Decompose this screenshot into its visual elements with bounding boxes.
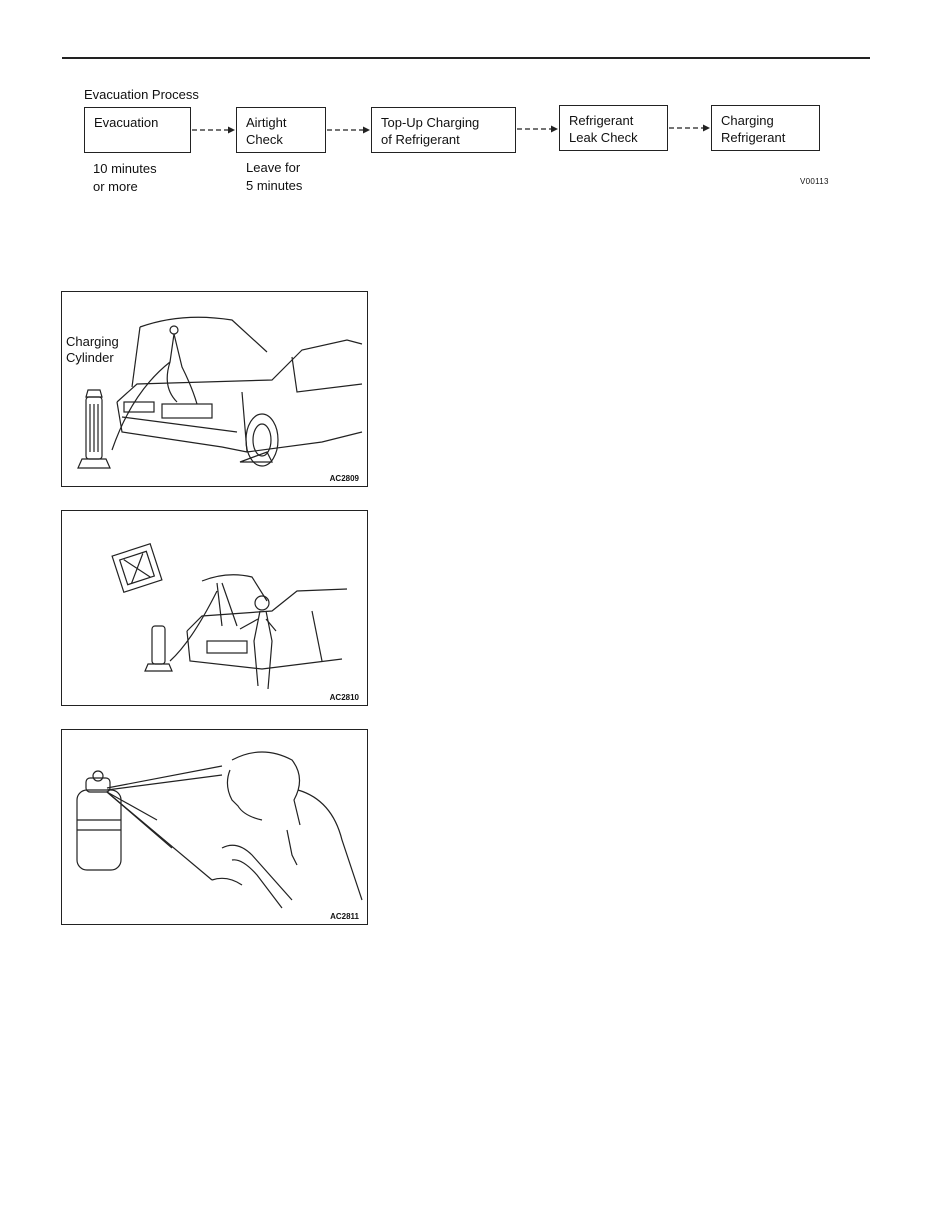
arrow-head-icon	[703, 124, 710, 132]
leak-check-illustration	[76, 751, 363, 909]
header-rule	[62, 57, 870, 59]
car-with-cylinder-illustration	[77, 316, 363, 469]
arrow-head-icon	[363, 126, 370, 134]
step-top-up-charging: Top-Up Charging of Refrigerant	[371, 107, 516, 153]
step-charging-refrigerant: Charging Refrigerant	[711, 105, 820, 151]
technician-car-illustration	[111, 542, 348, 690]
step-airtight-check: Airtight Check	[236, 107, 326, 153]
figure-technician-charging: AC2810	[61, 510, 368, 706]
arrow-head-icon	[551, 125, 558, 133]
figure-code: AC2809	[329, 474, 359, 483]
step-refrigerant-leak-check: Refrigerant Leak Check	[559, 105, 668, 151]
figure-leak-check: AC2811	[61, 729, 368, 925]
step-evacuation-note: 10 minutes or more	[93, 161, 157, 194]
figure-code: AC2811	[330, 912, 359, 921]
figure-code: AC2810	[329, 693, 359, 702]
charging-cylinder-label: Charging Cylinder	[66, 334, 119, 365]
process-title: Evacuation Process	[84, 87, 199, 102]
arrow-head-icon	[228, 126, 235, 134]
process-figure-code: V00113	[800, 177, 829, 186]
figure-charging-cylinder: Charging Cylinder AC2809	[61, 291, 368, 487]
step-airtight-check-note: Leave for 5 minutes	[246, 160, 303, 193]
step-evacuation: Evacuation	[84, 107, 191, 153]
flow-connectors	[192, 124, 710, 134]
